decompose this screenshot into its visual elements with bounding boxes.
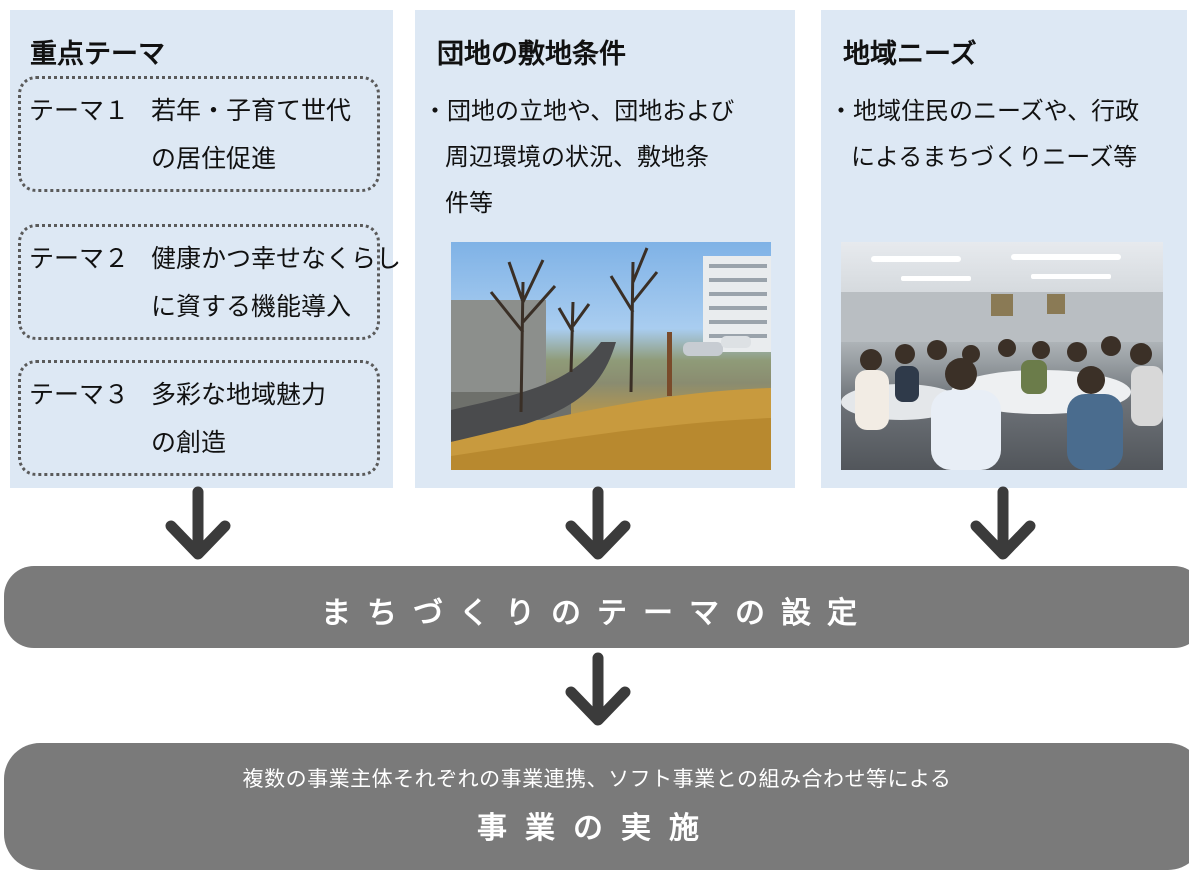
theme-text-3-line2: の創造	[151, 428, 227, 457]
theme-label-1: テーマ１	[29, 96, 130, 125]
project-implementation-subtitle: 複数の事業主体それぞれの事業連携、ソフト事業との組み合わせ等による	[242, 767, 952, 791]
community-meeting-photo	[841, 242, 1163, 470]
theme-text-3-line1: 多彩な地域魅力	[151, 380, 327, 409]
theme-text-1-line2: の居住促進	[151, 144, 277, 173]
project-implementation-label: 事業の実施	[477, 811, 717, 846]
attendees-shape	[860, 336, 1152, 394]
site-conditions-description: ・団地の立地や、団地および 周辺環境の状況、敷地条 件等	[423, 88, 785, 226]
priority-themes-panel: 重点テーマ テーマ１ 若年・子育て世代 の居住促進 テーマ２ 健康かつ幸せなくら…	[10, 10, 401, 488]
car-shape	[683, 342, 723, 356]
community-meeting-illustration	[841, 254, 1163, 470]
theme-setting-bar: まちづくりのテーマの設定	[4, 566, 1189, 648]
community-needs-panel: 地域ニーズ ・地域住民のニーズや、行政 によるまちづくりニーズ等	[821, 10, 1187, 488]
ceiling-lights-shape	[871, 254, 1121, 281]
theme-text-2-line1: 健康かつ幸せなくらし	[151, 244, 402, 273]
down-arrow-icon	[565, 486, 631, 560]
site-conditions-panel: 団地の敷地条件 ・団地の立地や、団地および 周辺環境の状況、敷地条 件等	[415, 10, 795, 488]
road-shape	[451, 342, 616, 442]
bare-trees-shape	[489, 247, 659, 413]
site-desc-line-1: ・団地の立地や、団地および	[423, 97, 735, 125]
housing-estate-illustration	[451, 247, 771, 470]
down-arrow-icon	[165, 486, 231, 560]
housing-estate-photo	[451, 242, 771, 470]
needs-desc-line-2: によるまちづくりニーズ等	[851, 143, 1138, 171]
attendee-bodies-shape	[855, 360, 1163, 470]
theme-box-2: テーマ２ 健康かつ幸せなくらし に資する機能導入	[18, 224, 401, 340]
theme-box-1: テーマ１ 若年・子育て世代 の居住促進	[18, 76, 380, 192]
theme-box-3: テーマ３ 多彩な地域魅力 の創造	[18, 360, 380, 476]
site-desc-line-2: 周辺環境の状況、敷地条	[445, 143, 709, 171]
theme-text-1-line1: 若年・子育て世代	[151, 96, 352, 125]
theme-setting-label: まちづくりのテーマの設定	[321, 596, 873, 631]
theme-text-2-line2: に資する機能導入	[151, 292, 352, 321]
site-desc-line-3: 件等	[445, 189, 493, 217]
down-arrow-icon	[970, 486, 1036, 560]
priority-themes-title: 重点テーマ	[30, 39, 165, 70]
site-conditions-title: 団地の敷地条件	[437, 39, 626, 70]
community-needs-title: 地域ニーズ	[843, 39, 977, 70]
theme-label-2: テーマ２	[29, 244, 130, 273]
project-implementation-bar: 複数の事業主体それぞれの事業連携、ソフト事業との組み合わせ等による 事業の実施	[4, 743, 1189, 870]
community-needs-description: ・地域住民のニーズや、行政 によるまちづくりニーズ等	[829, 88, 1179, 180]
needs-desc-line-1: ・地域住民のニーズや、行政	[829, 97, 1140, 125]
theme-label-3: テーマ３	[29, 380, 130, 409]
down-arrow-icon	[565, 652, 631, 726]
